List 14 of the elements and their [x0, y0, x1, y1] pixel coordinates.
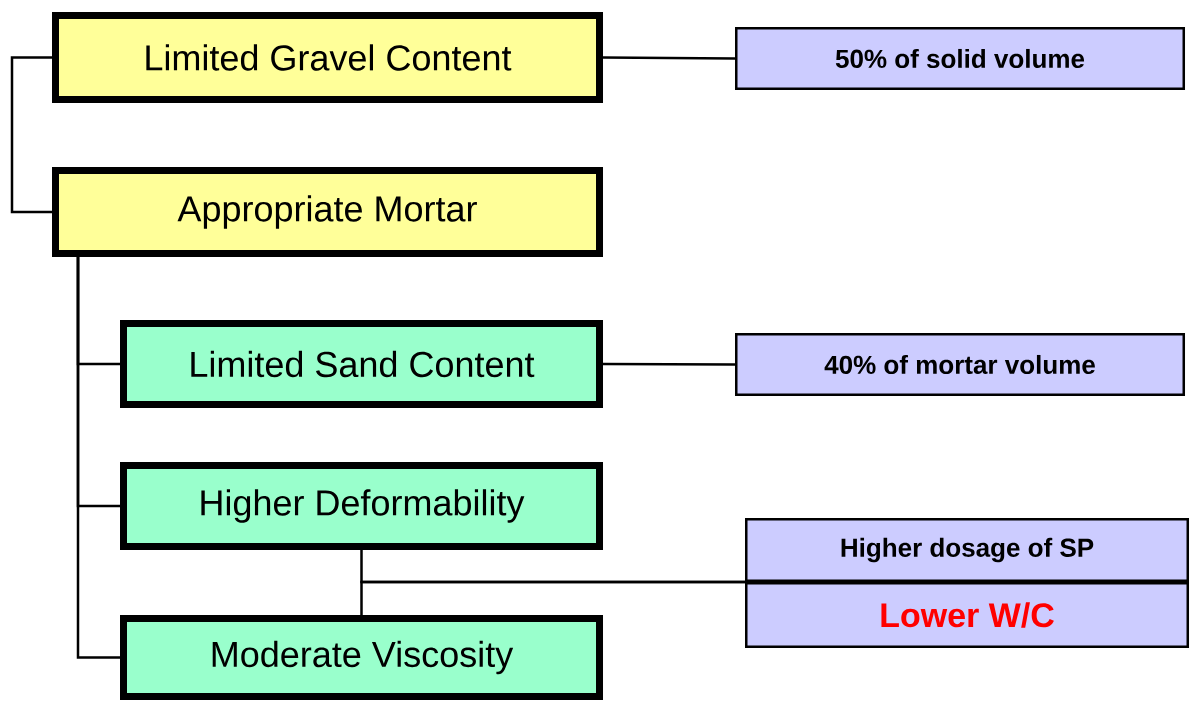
connector-line — [360, 580, 745, 615]
note-box: Higher dosage of SP — [745, 518, 1189, 582]
note-box: 40% of mortar volume — [735, 333, 1185, 396]
process-box: Limited Gravel Content — [52, 12, 603, 103]
connector-line — [10, 56, 52, 214]
connector-line — [603, 56, 735, 60]
connector-line — [76, 257, 120, 659]
process-box: Appropriate Mortar — [52, 167, 603, 257]
process-box: Higher Deformability — [120, 462, 603, 550]
process-box: Limited Sand Content — [120, 320, 603, 408]
connector-line — [603, 362, 735, 366]
process-box: Moderate Viscosity — [120, 615, 603, 700]
note-box: 50% of solid volume — [735, 27, 1185, 90]
note-box: Lower W/C — [745, 582, 1189, 648]
